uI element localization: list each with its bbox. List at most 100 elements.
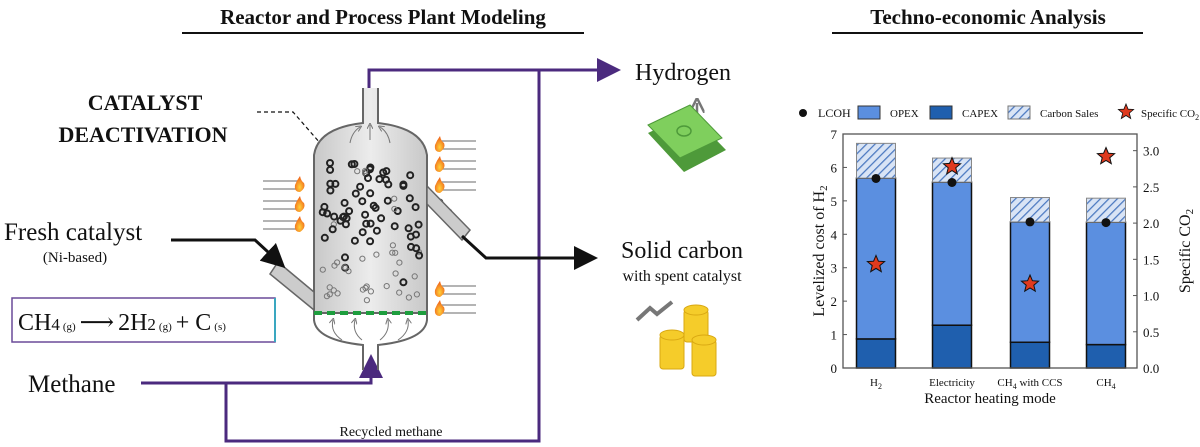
catalyst-particle [366,237,375,246]
heating-elements [263,136,476,316]
catalyst-particle [392,270,399,277]
catalyst-particle [393,207,402,215]
catalyst-particle [377,214,386,223]
catalyst-particle [345,207,354,216]
hydrogen-label: Hydrogen [635,60,731,86]
y-tick-label: 6 [831,160,838,175]
solid-carbon-label: Solid carbon [621,238,743,264]
bar-capex [1085,343,1127,369]
catalyst-particle [383,196,392,205]
hydrogen-outlet-line [367,58,621,98]
bar-capex [1009,341,1051,369]
catalyst-particle [413,291,420,298]
recycle-line [224,70,541,443]
catalyst-particle [399,181,408,190]
catalyst-particle [369,201,378,210]
y2-axis-label: Specific CO2 [1177,209,1196,293]
catalyst-particle [390,222,399,231]
catalyst-particle [384,180,393,189]
catalyst-particle [358,197,367,206]
right-panel-title: Techno-economic Analysis [870,5,1106,29]
fresh-catalyst-label: Fresh catalyst [4,219,142,246]
catalyst-particle [326,284,333,291]
catalyst-label-line2: DEACTIVATION [58,122,227,147]
catalyst-particle [412,244,421,253]
catalyst-particle [373,251,380,258]
catalyst-particle [392,249,399,256]
bar-opex [931,181,973,326]
lcoh-point [947,177,957,187]
catalyst-particle [362,219,371,228]
methane-label: Methane [28,371,115,398]
catalyst-particle [326,186,335,195]
catalyst-particle [399,278,408,287]
co2-star-point [866,254,886,273]
legend-lcoh-marker [799,109,807,117]
catalyst-particle [396,259,403,266]
catalyst-particle [405,294,412,301]
reactor [268,88,472,370]
co2-star-point [1020,273,1040,293]
catalyst-particle [411,203,420,212]
fresh-catalyst-line [171,238,286,269]
catalyst-particle [406,171,415,180]
y-tick-label: 0 [831,361,838,376]
catalyst-particle [334,290,341,297]
catalyst-particle [412,230,420,239]
catalyst-particle [414,220,423,229]
svg-text:CH4(g)⟶2H2(g)+ C(s): CH4(g)⟶2H2(g)+ C(s) [18,310,226,336]
catalyst-particle [330,212,339,221]
y2-tick-label: 2.5 [1143,180,1159,195]
catalyst-outlet-tube [426,184,472,242]
catalyst-particle [367,288,374,295]
y2-tick-label: 1.5 [1143,252,1159,267]
catalyst-particle [326,165,335,174]
catalyst-particle [396,289,403,296]
co2-star-point [942,156,962,175]
catalyst-label-line1: CATALYST [88,90,203,115]
catalyst-particle [354,168,361,175]
catalyst-particle [391,205,398,213]
catalyst-particle [319,266,326,273]
catalyst-particle [350,160,359,168]
catalyst-particle [358,228,367,237]
flame-icon [434,156,445,172]
catalyst-particle [383,283,390,290]
catalyst-particle [318,208,327,217]
legend-carbon-sales-swatch [1007,105,1031,120]
catalyst-particle [340,198,349,207]
y-tick-label: 3 [831,261,838,276]
money-up-icon [647,103,726,172]
catalyst-particle [323,209,332,218]
catalyst-inlet-tube [268,260,315,312]
catalyst-particle [331,262,338,269]
catalyst-particle [330,287,337,294]
methane-feed-line [141,354,383,385]
y2-tick-label: 0.5 [1143,325,1159,340]
catalyst-particle [404,224,413,233]
lcoh-point [1025,217,1035,227]
x-tick-label: CH4 [1096,377,1115,391]
reaction-equation: CH4(g)⟶2H2(g)+ C(s) [11,297,276,343]
catalyst-particle [379,168,388,177]
bar-carbon-sales [856,142,896,179]
flame-icon [294,216,305,232]
tea-chart: LCOH OPEX CAPEX Carbon Sales Specific CO… [799,102,1199,407]
flame-icon [434,136,445,152]
coins-trend-icon [635,300,717,377]
flame-icon [434,177,445,193]
flame-icon [434,300,445,316]
catalyst-particle [375,175,384,184]
flame-icon [294,196,305,212]
solid-carbon-sublabel: with spent catalyst [622,268,742,285]
co2-star-point [1096,146,1116,165]
x-tick-label: H2 [870,377,882,391]
catalyst-particle [361,210,370,219]
catalyst-particle [341,253,349,262]
legend-capex-swatch [929,105,953,120]
catalyst-particle [364,174,372,183]
legend-lcoh: LCOH [818,106,851,120]
catalyst-particle [411,273,418,280]
y-tick-label: 4 [831,227,838,242]
